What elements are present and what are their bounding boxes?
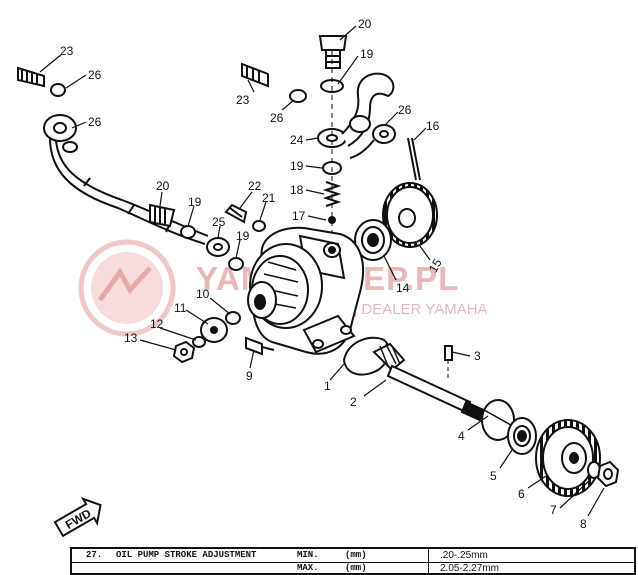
- callout-25: 25: [212, 215, 226, 229]
- callout-13: 13: [124, 331, 138, 345]
- watermark-logo-mark: [97, 266, 152, 302]
- callout-16: 16: [426, 119, 440, 133]
- callout-19-top: 19: [360, 47, 374, 61]
- spec-row-min: 27. OIL PUMP STROKE ADJUSTMENT MIN. (mm)…: [72, 549, 634, 563]
- callout-26-mid-b: 26: [398, 103, 412, 117]
- spec-table-divider: [428, 549, 429, 573]
- callout-9: 9: [246, 369, 253, 383]
- spec-table: 27. OIL PUMP STROKE ADJUSTMENT MIN. (mm)…: [70, 547, 636, 575]
- callout-5: 5: [490, 469, 497, 483]
- callout-23-left: 23: [60, 44, 74, 58]
- callout-3: 3: [474, 349, 481, 363]
- callout-12: 12: [150, 317, 164, 331]
- watermark-tagline: Z | DEALER YAMAHA: [340, 301, 488, 318]
- spec-number: 27.: [86, 550, 103, 560]
- spec-value-max: 2.05-2.27mm: [440, 563, 499, 574]
- spec-item: OIL PUMP STROKE ADJUSTMENT: [116, 550, 257, 560]
- gear-nut: [587, 460, 620, 488]
- callout-10: 10: [196, 287, 210, 301]
- callout-7: 7: [550, 503, 557, 517]
- oil-seal: [354, 219, 392, 261]
- callout-20-left: 20: [156, 179, 170, 193]
- spec-unit-max: (mm): [345, 563, 367, 573]
- pump-body: [247, 226, 365, 355]
- fwd-arrow: FWD: [53, 497, 102, 538]
- callout-2: 2: [350, 395, 357, 409]
- callout-26-left-a: 26: [88, 68, 102, 82]
- leader-lines: [39, 25, 605, 517]
- callout-8: 8: [580, 517, 587, 531]
- callout-17: 17: [292, 209, 306, 223]
- callout-18: 18: [290, 183, 304, 197]
- spec-value-min: .20-.25mm: [440, 550, 488, 561]
- watermark-logo-ring: [78, 239, 176, 337]
- callout-1: 1: [324, 379, 331, 393]
- callout-23-mid: 23: [236, 93, 250, 107]
- callout-labels: 20 19 23 26 26 23 26 26 24 16 19 18 17 2…: [60, 17, 587, 531]
- callout-19-left-b: 19: [236, 229, 250, 243]
- spec-limit-min: MIN.: [297, 550, 319, 560]
- callout-22: 22: [248, 179, 262, 193]
- left-banjo-cluster: [149, 203, 266, 271]
- callout-4: 4: [458, 429, 465, 443]
- callout-11: 11: [174, 301, 187, 315]
- adjust-parts: [172, 311, 275, 364]
- callout-21: 21: [262, 191, 276, 205]
- callout-15: 15: [426, 256, 445, 275]
- drive-gear: [535, 419, 601, 497]
- callout-20-top: 20: [358, 17, 372, 31]
- callout-14: 14: [396, 281, 410, 295]
- pump-worm-shaft: [372, 342, 537, 455]
- pump-plate: [382, 182, 438, 248]
- callout-19-mid: 19: [290, 159, 304, 173]
- callout-6: 6: [518, 487, 525, 501]
- left-oil-hose: [17, 66, 209, 245]
- callout-24: 24: [290, 133, 304, 147]
- spec-unit-min: (mm): [345, 550, 367, 560]
- callout-26-left-b: 26: [88, 115, 102, 129]
- callout-26-mid-a: 26: [270, 111, 284, 125]
- dowel-pin: [444, 345, 453, 380]
- spec-row-max: MAX. (mm) 2.05-2.27mm: [72, 562, 634, 575]
- callout-19-left-a: 19: [188, 195, 202, 209]
- spec-limit-max: MAX.: [297, 563, 319, 573]
